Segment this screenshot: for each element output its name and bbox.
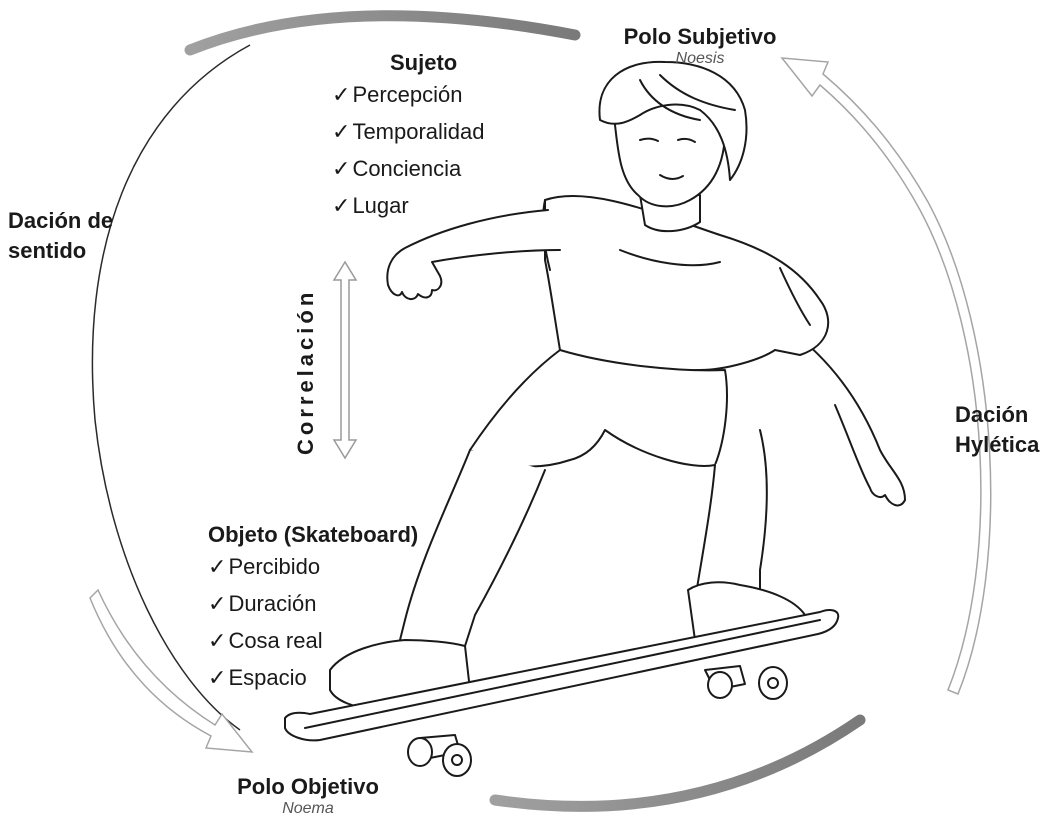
sujeto-list: Percepción Temporalidad Conciencia Lugar [332,76,485,224]
dacion-hyletica-label: Dación Hylética [955,400,1039,460]
list-item: Espacio [208,659,418,696]
sujeto-block: Sujeto Percepción Temporalidad Concienci… [332,50,485,224]
sujeto-title: Sujeto [332,50,485,76]
list-item: Lugar [332,187,485,224]
list-item: Percibido [208,548,418,585]
double-arrow-icon [334,262,356,458]
polo-objetivo-title: Polo Objetivo [237,774,379,799]
objeto-block: Objeto (Skateboard) Percibido Duración C… [208,522,418,696]
list-item: Percepción [332,76,485,113]
list-item: Cosa real [208,622,418,659]
dacion-hyletica-line1: Dación [955,400,1039,430]
polo-subjetivo-title: Polo Subjetivo [624,24,777,49]
dacion-hyletica-line2: Hylética [955,430,1039,460]
polo-subjetivo: Polo Subjetivo Noesis [580,24,820,68]
correlacion-label: Correlación [293,289,319,455]
dacion-sentido-label: Dación de sentido [8,206,113,266]
list-item: Duración [208,585,418,622]
bottom-gray-arc [495,720,860,806]
list-item: Temporalidad [332,113,485,150]
dacion-sentido-line1: Dación de [8,206,113,236]
objeto-title: Objeto (Skateboard) [208,522,418,548]
curved-arrow-icon [782,58,991,694]
list-item: Conciencia [332,150,485,187]
top-gray-arc [190,16,575,50]
polo-objetivo: Polo Objetivo Noema [188,774,428,818]
objeto-list: Percibido Duración Cosa real Espacio [208,548,418,696]
polo-subjetivo-subtitle: Noesis [580,50,820,68]
dacion-sentido-line2: sentido [8,236,113,266]
polo-objetivo-subtitle: Noema [188,800,428,818]
